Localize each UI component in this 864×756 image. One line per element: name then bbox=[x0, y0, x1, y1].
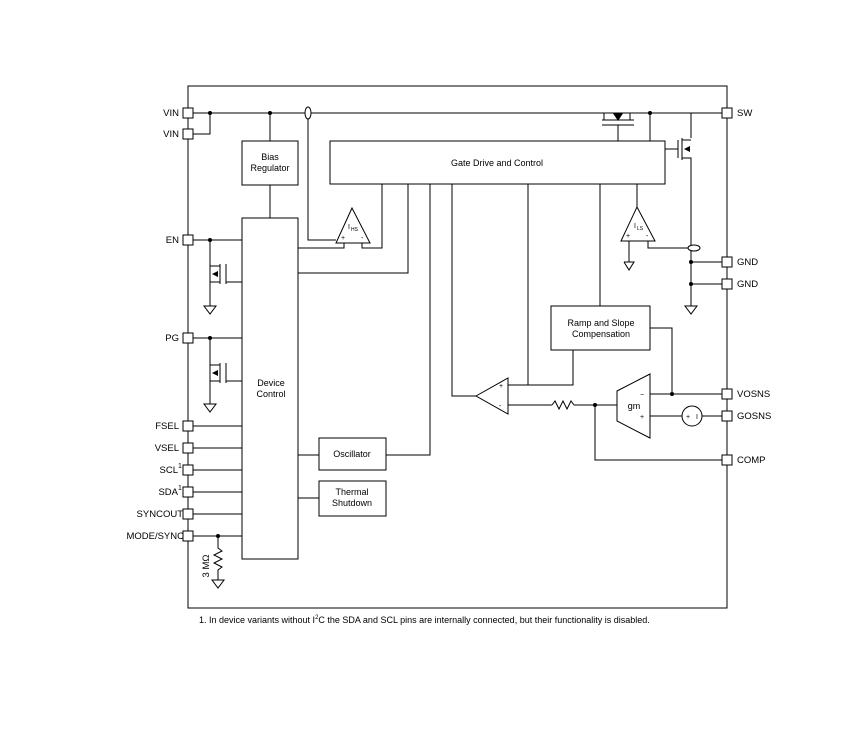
svg-text:I: I bbox=[696, 414, 698, 421]
ls-current-sense-loop bbox=[684, 244, 722, 315]
pin-vin-2: VIN bbox=[163, 128, 194, 140]
svg-text:SYNCOUT: SYNCOUT bbox=[137, 509, 184, 520]
svg-text:+: + bbox=[499, 383, 503, 390]
ils-comparator: I LS + - bbox=[620, 184, 688, 271]
svg-text:VSEL: VSEL bbox=[155, 443, 179, 454]
svg-text:MODE/SYNC: MODE/SYNC bbox=[126, 531, 184, 542]
svg-text:GND: GND bbox=[737, 279, 758, 290]
svg-text:Bias: Bias bbox=[261, 152, 279, 162]
pin-en: EN bbox=[166, 234, 194, 246]
svg-text:1: 1 bbox=[178, 463, 182, 470]
svg-text:Shutdown: Shutdown bbox=[332, 498, 372, 508]
svg-text:VIN: VIN bbox=[163, 108, 179, 119]
svg-text:−: − bbox=[640, 392, 644, 399]
gate-drive-block: Gate Drive and Control bbox=[329, 140, 666, 185]
svg-text:Control: Control bbox=[256, 389, 285, 399]
svg-text:GOSNS: GOSNS bbox=[737, 411, 771, 422]
svg-text:I: I bbox=[348, 224, 350, 231]
low-side-mosfet bbox=[649, 113, 692, 248]
svg-text:+: + bbox=[686, 414, 690, 421]
svg-text:SCL: SCL bbox=[160, 465, 178, 476]
pg-circuit bbox=[193, 336, 242, 413]
svg-text:GND: GND bbox=[737, 257, 758, 268]
svg-text:-: - bbox=[361, 235, 364, 242]
svg-text:1: 1 bbox=[178, 485, 182, 492]
error-amplifier-gm: gm − + bbox=[616, 373, 722, 439]
ihs-comparator: I HS + - bbox=[298, 184, 383, 249]
pin-vosns: VOSNS bbox=[721, 388, 770, 400]
pin-gnd-2: GND bbox=[721, 278, 758, 290]
svg-text:HS: HS bbox=[351, 227, 359, 233]
bias-regulator-block: Bias Regulator bbox=[241, 140, 299, 218]
svg-text:Device: Device bbox=[257, 378, 285, 388]
pwm-comparator: + - bbox=[451, 184, 529, 415]
svg-text:EN: EN bbox=[166, 235, 179, 246]
svg-text:-: - bbox=[646, 233, 649, 240]
comp-resistor bbox=[508, 399, 722, 461]
svg-text:FSEL: FSEL bbox=[155, 421, 179, 432]
reference-source: + I bbox=[681, 405, 722, 427]
oscillator-block: Oscillator bbox=[298, 184, 431, 471]
svg-text:I: I bbox=[634, 223, 636, 230]
pin-pg: PG bbox=[165, 332, 194, 344]
pin-gosns: GOSNS bbox=[721, 410, 771, 422]
svg-text:Ramp and Slope: Ramp and Slope bbox=[567, 318, 634, 328]
svg-text:Thermal: Thermal bbox=[335, 487, 368, 497]
pin-scl: SCL 1 bbox=[160, 463, 194, 476]
thermal-shutdown-block: Thermal Shutdown bbox=[298, 480, 387, 517]
svg-text:-: - bbox=[499, 403, 502, 410]
pin-mode-sync: MODE/SYNC bbox=[126, 530, 194, 542]
high-side-mosfet bbox=[602, 113, 634, 141]
svg-text:LS: LS bbox=[637, 226, 644, 232]
svg-text:VIN: VIN bbox=[163, 129, 179, 140]
svg-text:Oscillator: Oscillator bbox=[333, 449, 371, 459]
svg-text:3 MΩ: 3 MΩ bbox=[201, 555, 212, 578]
svg-text:COMP: COMP bbox=[737, 455, 766, 466]
svg-text:SW: SW bbox=[737, 108, 752, 119]
pin-syncout: SYNCOUT bbox=[137, 508, 194, 520]
hs-current-sense-loop bbox=[304, 106, 336, 241]
pin-vin-1: VIN bbox=[163, 107, 194, 119]
footnote: 1. In device variants without I2C the SD… bbox=[199, 615, 650, 625]
control-to-gate-wire bbox=[298, 184, 409, 274]
svg-text:VOSNS: VOSNS bbox=[737, 389, 770, 400]
pulldown-resistor: 3 MΩ bbox=[201, 536, 225, 589]
pin-sw: SW bbox=[721, 107, 752, 119]
svg-text:gm: gm bbox=[628, 401, 641, 411]
pin-fsel: FSEL bbox=[155, 420, 194, 432]
pin-comp: COMP bbox=[721, 454, 766, 466]
svg-text:+: + bbox=[640, 414, 644, 421]
pin-gnd-1: GND bbox=[721, 256, 758, 268]
svg-text:1. In device variants without: 1. In device variants without I2C the SD… bbox=[199, 615, 650, 625]
device-outline bbox=[187, 85, 728, 609]
en-circuit bbox=[193, 238, 242, 315]
pin-vsel: VSEL bbox=[155, 442, 194, 454]
pin-sda: SDA 1 bbox=[158, 485, 194, 498]
svg-text:Regulator: Regulator bbox=[250, 163, 289, 173]
vin-rail bbox=[193, 111, 722, 141]
svg-text:Gate Drive and Control: Gate Drive and Control bbox=[451, 158, 543, 168]
svg-text:SDA: SDA bbox=[158, 487, 178, 498]
svg-text:Compensation: Compensation bbox=[572, 329, 630, 339]
ramp-slope-block: Ramp and Slope Compensation bbox=[508, 184, 673, 394]
svg-text:+: + bbox=[626, 233, 630, 240]
device-control-block: Device Control bbox=[241, 217, 299, 560]
svg-text:PG: PG bbox=[165, 333, 179, 344]
digital-pin-wires bbox=[193, 425, 242, 538]
svg-text:+: + bbox=[341, 235, 345, 242]
